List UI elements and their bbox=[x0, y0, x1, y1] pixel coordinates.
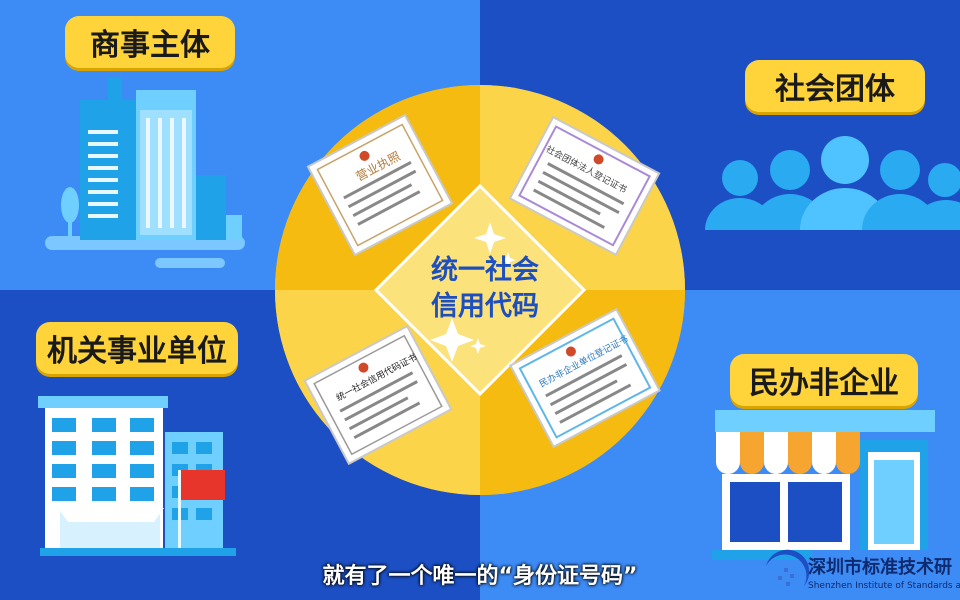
label-commercial-entity: 商事主体 bbox=[65, 16, 235, 68]
certificate-social-group bbox=[508, 115, 661, 257]
institute-name-en: Shenzhen Institute of Standards a bbox=[808, 581, 960, 591]
shop-illustration bbox=[712, 410, 935, 560]
label-private-nonenterprise: 民办非企业 bbox=[730, 354, 918, 406]
center-title-line2: 信用代码 bbox=[431, 291, 539, 322]
national-flag-icon bbox=[181, 470, 225, 500]
certificate-credit-code bbox=[303, 324, 453, 466]
sparkle-icon bbox=[430, 222, 516, 362]
center-title-line1: 统一社会 bbox=[431, 255, 539, 286]
office-buildings-illustration bbox=[45, 78, 245, 268]
institute-name-cn: 深圳市标准技术研 bbox=[808, 557, 952, 578]
certificate-private-nonenterprise bbox=[509, 307, 661, 449]
institute-logo-icon bbox=[766, 549, 810, 586]
center-title: 统一社会 信用代码 bbox=[410, 253, 560, 325]
institute-logo: 深圳市标准技术研 Shenzhen Institute of Standards… bbox=[808, 553, 960, 597]
label-government-institution: 机关事业单位 bbox=[36, 322, 238, 374]
people-group-illustration bbox=[705, 136, 960, 230]
label-social-group: 社会团体 bbox=[745, 60, 925, 112]
certificate-business-license bbox=[306, 113, 454, 257]
government-building-illustration bbox=[38, 396, 236, 556]
video-subtitle: 就有了一个唯一的“身份证号码” bbox=[322, 564, 638, 589]
